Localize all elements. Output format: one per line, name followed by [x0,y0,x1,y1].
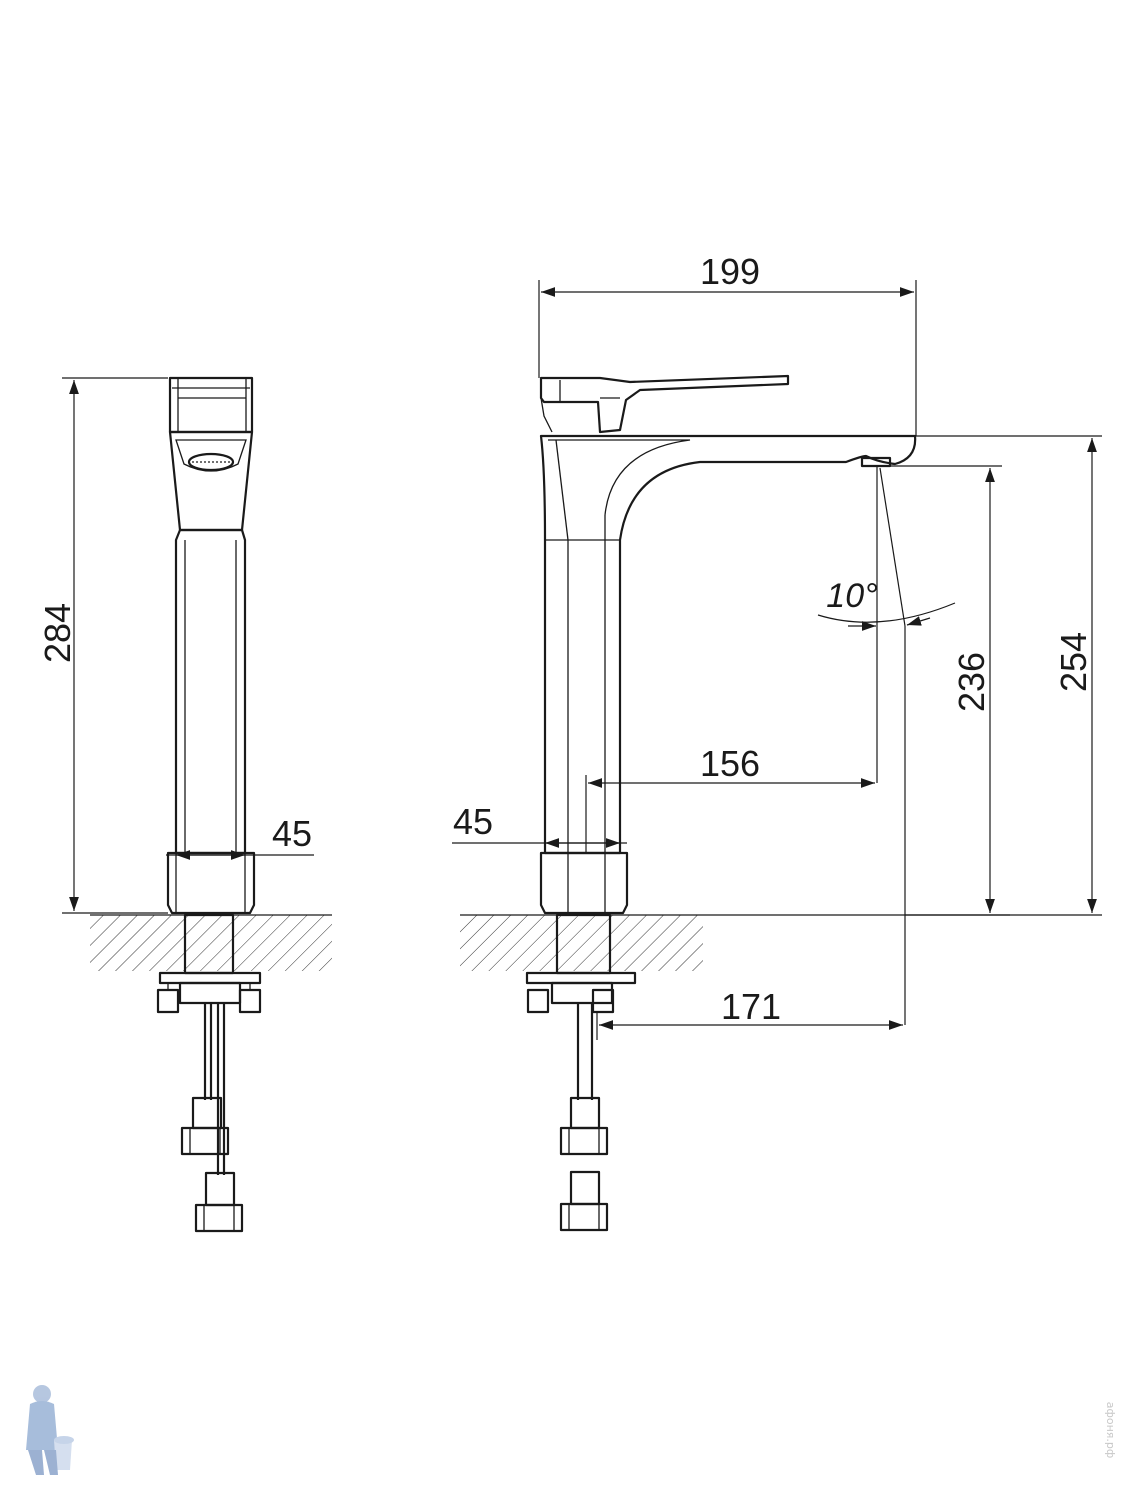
front-countertop [460,915,703,971]
front-mount-plate [525,971,637,985]
watermark-text: афоня.рф [1104,1402,1117,1459]
jet-angle-line [879,467,906,627]
side-column [174,528,247,855]
dim-156-label: 156 [700,743,760,784]
dim-254-label: 254 [1053,632,1094,692]
front-spout [539,434,917,855]
side-aerator [187,452,235,472]
front-aerator [860,456,892,468]
side-supply-hoses [180,1003,244,1233]
side-mount-plate [158,971,262,985]
plumber-mascot-icon [26,1385,74,1475]
dim-284-label: 284 [37,603,78,663]
dim-254: 254 [905,435,1102,916]
dim-171-label: 171 [721,986,781,1027]
dim-199: 199 [538,251,917,436]
dim-side-45: 45 [166,813,314,860]
dim-236-label: 236 [951,652,992,712]
side-spout-head [168,430,254,532]
dim-angle-10: 10° [817,577,956,631]
dim-side-45-label: 45 [272,813,312,854]
dim-front-45: 45 [452,801,627,848]
dim-156: 156 [585,743,875,853]
side-view: 284 45 [37,376,332,1233]
front-view: 199 254 236 10° 156 [452,251,1102,1232]
front-base [539,851,629,915]
dim-236: 236 [890,465,1002,913]
dim-front-45-label: 45 [453,801,493,842]
side-base [166,851,256,915]
front-lever-handle [539,374,790,434]
front-supply-hoses [559,1003,609,1232]
dim-angle-10-label: 10° [826,577,877,615]
dim-199-label: 199 [700,251,760,292]
side-countertop [90,915,332,971]
dim-284: 284 [37,377,168,914]
dim-171: 171 [596,986,903,1040]
side-handle [168,376,254,434]
